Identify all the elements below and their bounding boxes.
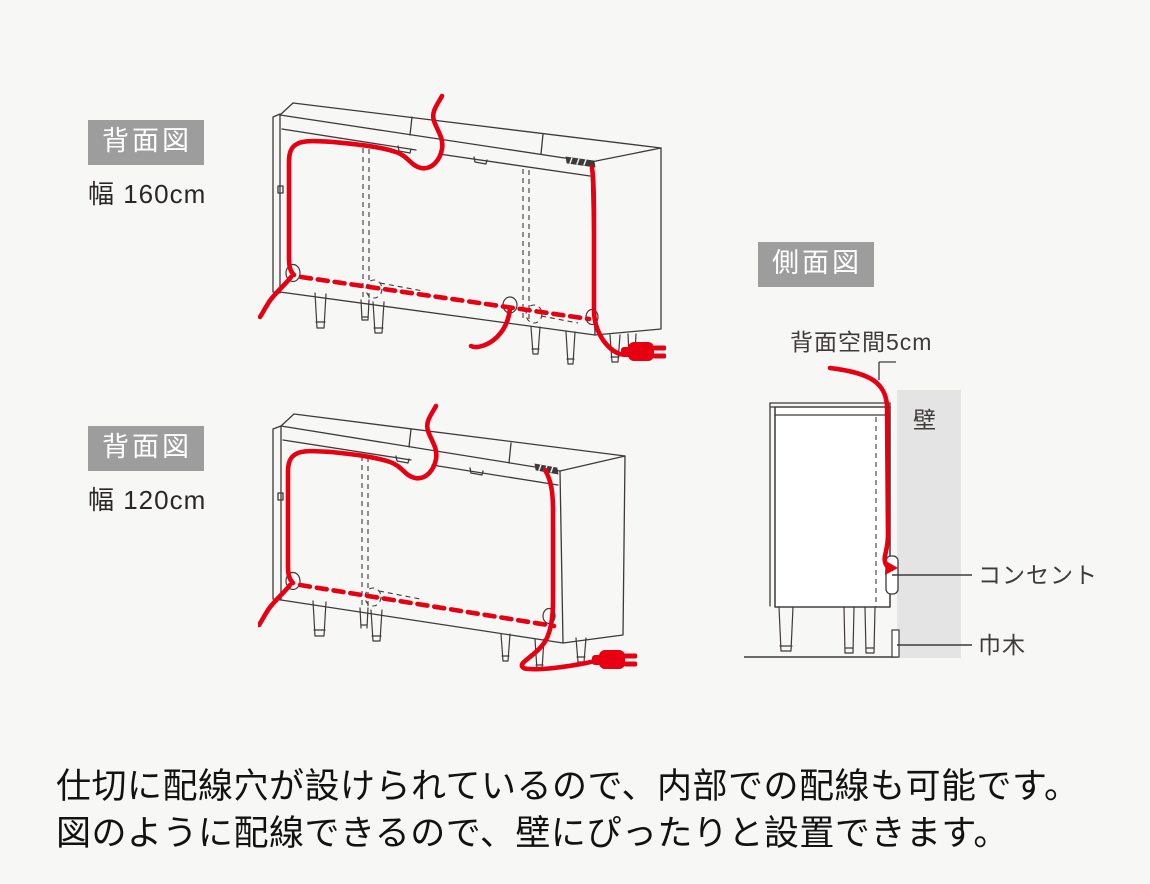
cable-exit-left [258, 274, 294, 320]
baseboard-shape [891, 629, 900, 658]
cable-hidden-dashed [297, 582, 557, 629]
rear-gap-label: 背面空間5cm [790, 329, 932, 355]
cabinet-160-cable-holes [285, 263, 599, 326]
cabinet-side-legs [778, 606, 876, 654]
cable-top-run [285, 403, 439, 586]
cabinet-side-outline [769, 402, 891, 608]
side-view-figure: 壁 背面空間5cm コンセント 巾木 [744, 329, 1098, 658]
side-view-badge: 側面図 [758, 242, 874, 287]
cabinet-120-power-cable [258, 403, 601, 672]
side-view-power-cable [827, 365, 898, 575]
cabinet-120-cable-holes [285, 571, 556, 625]
cabinet-160-partition-hidden-lines [362, 148, 579, 324]
plug-icon [592, 650, 637, 669]
rear-view-120-width-label: 幅 120cm [88, 485, 207, 515]
wall-label: 壁 [913, 407, 937, 433]
caption-line-2: 図のように配線できるので、壁にぴったりと設置できます。 [56, 814, 1009, 853]
cable-arrowhead [885, 561, 898, 575]
cabinet-160-outline [272, 102, 662, 336]
rear-view-160-badge: 背面図 [88, 120, 204, 165]
cable-right-run [519, 467, 601, 672]
cabinet-160-top-cable-slot [565, 156, 596, 168]
cable-hidden-dashed [298, 274, 592, 322]
cable-exit-left [258, 582, 293, 628]
outlet-label: コンセント [978, 562, 1098, 588]
rear-view-160-width-label: 幅 160cm [88, 179, 207, 209]
caption-line-1: 仕切に配線穴が設けられているので、内部での配線も可能です。 [56, 767, 1080, 806]
rear-view-120-badge: 背面図 [88, 426, 204, 471]
baseboard-label: 巾木 [978, 632, 1026, 658]
cabinet-120-outline [272, 413, 626, 644]
plug-icon [621, 342, 666, 361]
cable-top-run [286, 93, 445, 278]
cable-right-run [589, 165, 629, 357]
cabinet-120-partition-hidden-lines [361, 456, 421, 607]
rear-view-160-figure [258, 93, 666, 365]
rear-gap-bracket [878, 361, 896, 380]
rear-view-120-figure [258, 403, 637, 672]
wall-block [897, 390, 961, 658]
caption-text: 仕切に配線穴が設けられているので、内部での配線も可能です。 図のように配線できる… [56, 763, 1080, 857]
cable-hanging-middle [468, 305, 513, 350]
